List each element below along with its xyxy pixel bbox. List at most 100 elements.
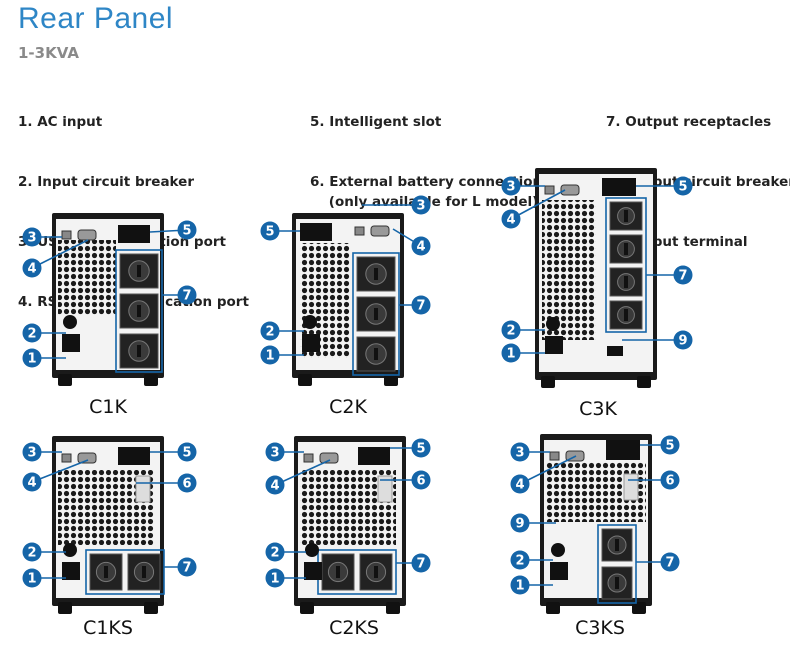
receptacle-slot [624, 276, 628, 288]
callout-badge [22, 442, 42, 462]
callout-highlight-box [605, 197, 647, 333]
callout-badge [22, 348, 42, 368]
callout-badge [177, 557, 197, 577]
ups-unit-c1ks [52, 436, 165, 614]
callout-number: 5 [265, 225, 274, 240]
receptacle-slot [137, 265, 141, 277]
callout-number: 2 [27, 546, 36, 561]
intelligent-slot [118, 225, 150, 243]
legend-item-1: 1. AC input [18, 114, 103, 130]
receptacle-slot [624, 210, 628, 222]
callout-badge [660, 470, 680, 490]
callout-number: 1 [506, 347, 515, 362]
callout-badge [501, 320, 521, 340]
receptacle-slot [374, 308, 378, 320]
usb-port [549, 451, 560, 461]
intelligent-slot [358, 447, 390, 465]
callout-number: 4 [27, 262, 36, 277]
callout-number: 5 [665, 439, 674, 454]
callout-number: 5 [182, 446, 191, 461]
page-subtitle: 1-3KVA [18, 44, 79, 62]
callout-number: 1 [270, 572, 279, 587]
battery-connector [377, 475, 393, 503]
rs232-port [77, 229, 97, 241]
callout-number: 2 [506, 324, 515, 339]
callout-number: 1 [265, 349, 274, 364]
callout-number: 1 [515, 579, 524, 594]
receptacle-slot [374, 348, 378, 360]
rs232-port [77, 452, 97, 464]
ac-input-socket [62, 562, 80, 580]
callout-number: 1 [27, 352, 36, 367]
battery-connector [623, 473, 639, 501]
callout-number: 3 [270, 446, 279, 461]
output-receptacle [609, 267, 643, 297]
callout-badge [411, 236, 431, 256]
callout-line [31, 239, 89, 269]
receptacle-slot [624, 243, 628, 255]
callout-number: 9 [515, 517, 524, 532]
callout-number: 6 [665, 474, 674, 489]
legend-item-2: 2. Input circuit breaker [18, 174, 194, 190]
callout-line [519, 455, 577, 485]
model-label-c3k: C3K [579, 398, 617, 420]
cabinet-foot [632, 602, 646, 614]
intelligent-slot [300, 223, 332, 241]
legend-item-7: 7. Output receptacles [606, 114, 772, 130]
callout-badge [510, 442, 530, 462]
callout-badge [510, 513, 530, 533]
cabinet-foot [298, 374, 312, 386]
callout-badge [22, 542, 42, 562]
input-breaker [63, 543, 77, 557]
rs232-port [560, 184, 580, 196]
receptacle-slot [104, 566, 108, 578]
ac-input-socket [62, 334, 80, 352]
cabinet-foot [144, 374, 158, 386]
cabinet-foot [386, 602, 400, 614]
cabinet-foot [541, 376, 555, 388]
model-label-c1ks: C1KS [83, 617, 133, 639]
callout-badge [177, 220, 197, 240]
output-terminal [607, 346, 623, 356]
callout-number: 5 [678, 180, 687, 195]
usb-port [544, 185, 555, 195]
callout-number: 3 [416, 199, 425, 214]
callout-badge [22, 258, 42, 278]
callout-number: 2 [515, 554, 524, 569]
usb-port [61, 230, 72, 240]
callout-badge [265, 542, 285, 562]
callout-badge [177, 285, 197, 305]
ac-input-socket [304, 562, 322, 580]
callout-number: 7 [416, 299, 425, 314]
callout-badge [411, 195, 431, 215]
ups-unit-c2k [292, 213, 404, 386]
receptacle-slot [374, 268, 378, 280]
callout-badge [177, 473, 197, 493]
callout-badge [265, 442, 285, 462]
callout-number: 6 [416, 474, 425, 489]
input-breaker [546, 317, 560, 331]
receptacle-slot [374, 566, 378, 578]
cabinet-foot [384, 374, 398, 386]
callout-badge [411, 470, 431, 490]
receptacle-slot [137, 345, 141, 357]
callout-badge [411, 553, 431, 573]
callout-badge [260, 321, 280, 341]
legend-item-5: 5. Intelligent slot [310, 114, 442, 130]
callout-badge [510, 474, 530, 494]
intelligent-slot [606, 440, 640, 460]
callout-badge [660, 435, 680, 455]
usb-port [354, 226, 365, 236]
callout-number: 4 [270, 479, 279, 494]
callout-number: 4 [515, 478, 524, 493]
callout-badge [22, 472, 42, 492]
callout-highlight-box [597, 524, 637, 604]
receptacle-slot [336, 566, 340, 578]
input-breaker [63, 315, 77, 329]
rs232-port [370, 225, 390, 237]
callout-badge [660, 552, 680, 572]
model-label-c2ks: C2KS [329, 617, 379, 639]
callout-number: 7 [182, 289, 191, 304]
ventilation-grille [58, 240, 116, 315]
cabinet-foot [300, 602, 314, 614]
